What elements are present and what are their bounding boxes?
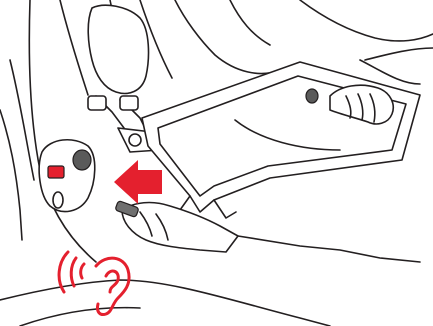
harness-slot-left [88, 96, 106, 110]
release-button-housing [39, 140, 95, 212]
left-hand [115, 201, 420, 262]
base-frame [142, 62, 420, 218]
adjuster-knob [73, 150, 91, 170]
release-button-icon [48, 166, 64, 178]
headrest [88, 5, 148, 93]
seat-side-rail [0, 0, 96, 262]
harness-slot-right [120, 96, 138, 110]
push-arrow-icon [114, 160, 162, 204]
locking-pin-icon [306, 89, 318, 103]
